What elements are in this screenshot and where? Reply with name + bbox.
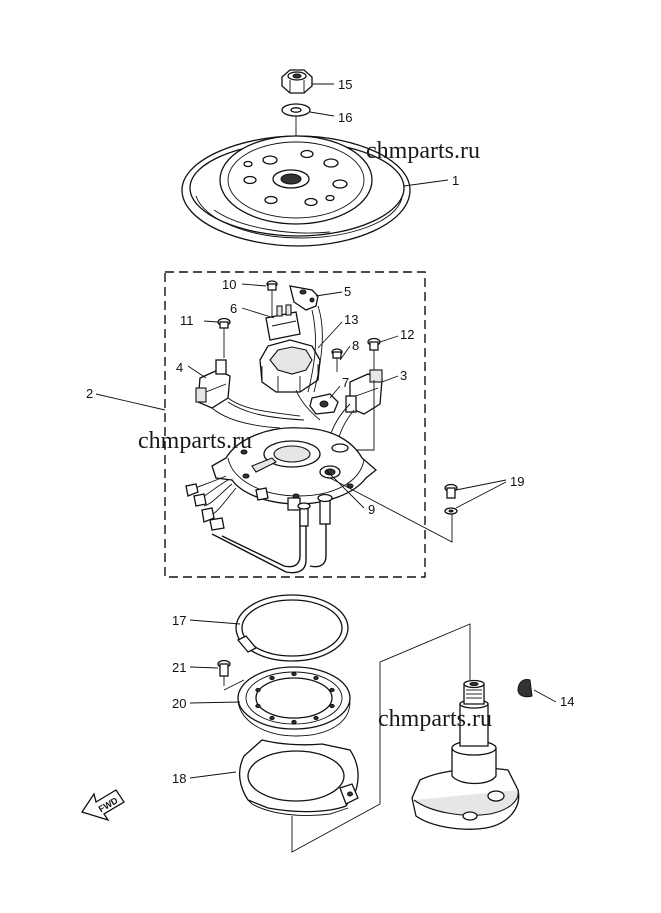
callout-13[interactable]: 13 [344,312,358,327]
leader-lines [95,83,557,853]
callout-4[interactable]: 4 [176,360,183,375]
part-1-flywheel[interactable] [181,135,411,247]
callout-7[interactable]: 7 [342,375,349,390]
callout-21[interactable]: 21 [172,660,186,675]
part-19-screw-washer[interactable] [444,483,458,515]
part-11-screw[interactable] [217,317,231,359]
callout-20[interactable]: 20 [172,696,186,711]
part-13-charge-coil[interactable] [259,339,321,393]
part-10-screw[interactable] [266,280,278,300]
callout-8[interactable]: 8 [352,338,359,353]
watermarks: chmparts.ru chmparts.ru chmparts.ru [138,138,492,732]
callout-17[interactable]: 17 [172,613,186,628]
watermark-middle: chmparts.ru [138,428,252,454]
part-5-clamp[interactable] [289,285,319,311]
part-12-screw[interactable] [367,337,381,373]
watermark-bottom: chmparts.ru [378,706,492,732]
part-7-coil-clamp[interactable] [309,393,339,415]
callout-1[interactable]: 1 [452,173,459,188]
callout-15[interactable]: 15 [338,77,352,92]
fwd-direction-arrow: FWD [80,789,125,822]
callout-6[interactable]: 6 [230,301,237,316]
part-17-retaining-ring[interactable] [235,594,349,662]
callout-2[interactable]: 2 [86,386,93,401]
part-20-bearing-plate[interactable] [237,666,351,737]
part-16-washer[interactable] [281,103,311,117]
part-4-ignition-coil-left[interactable] [195,359,231,409]
callout-9[interactable]: 9 [368,502,375,517]
part-21-screw[interactable] [217,659,231,687]
callout-16[interactable]: 16 [338,110,352,125]
callout-11[interactable]: 11 [180,313,194,328]
callout-numbers: 15 16 1 2 10 5 6 11 13 12 8 4 3 7 9 19 1… [86,77,574,786]
part-15-flywheel-nut[interactable] [281,69,313,94]
stator-output-leads [185,475,327,574]
part-2-stator-assembly-boundary[interactable] [164,271,426,578]
callout-19[interactable]: 19 [510,474,524,489]
part-18-base-bracket[interactable] [238,739,359,816]
watermark-top: chmparts.ru [366,138,480,164]
part-8-screw[interactable] [331,348,343,372]
callout-10[interactable]: 10 [222,277,236,292]
callout-5[interactable]: 5 [344,284,351,299]
part-14-woodruff-key[interactable] [517,679,533,698]
callout-12[interactable]: 12 [400,327,414,342]
callout-3[interactable]: 3 [400,368,407,383]
callout-14[interactable]: 14 [560,694,574,709]
part-crankshaft-assembly[interactable] [411,679,520,830]
callout-18[interactable]: 18 [172,771,186,786]
part-3-ignition-coil-right[interactable] [345,369,383,415]
part-6-pulser-coil[interactable] [265,304,301,341]
part-9-base-bolts[interactable] [297,493,333,527]
